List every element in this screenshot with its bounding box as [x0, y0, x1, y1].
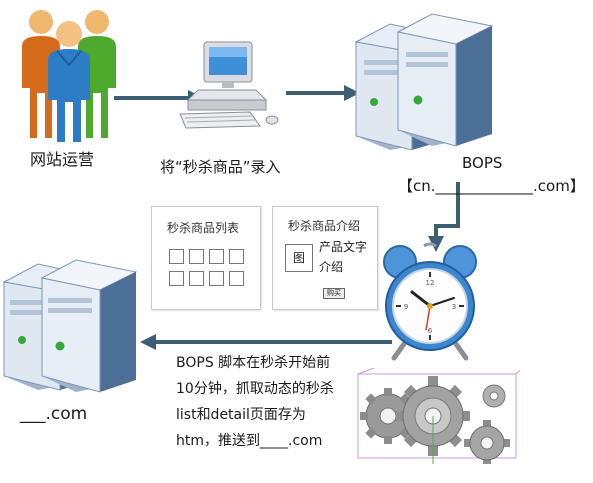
- grid-cell: [189, 271, 204, 286]
- svg-text:12: 12: [426, 279, 435, 287]
- svg-text:6: 6: [428, 327, 433, 335]
- server-icon: [2, 259, 138, 393]
- card-list-title: 秒杀商品列表: [167, 221, 240, 235]
- product-text-line2: 介绍: [319, 260, 344, 274]
- buy-button[interactable]: 购买: [323, 288, 345, 299]
- grid-cell: [229, 249, 244, 264]
- card-product-detail: 秒杀商品介绍 图 产品文字 介绍 购买: [272, 206, 378, 310]
- description-line3: list和detail页面存为: [176, 407, 306, 423]
- svg-text:9: 9: [404, 303, 408, 311]
- product-text-line1: 产品文字: [319, 240, 368, 254]
- arrow-servers-to-clock: [428, 182, 460, 252]
- label-bops: BOPS: [462, 154, 503, 172]
- server-icon: [354, 13, 494, 150]
- alarm-clock-icon: 12 6 9 3: [383, 242, 477, 361]
- people-icon: [22, 10, 116, 142]
- grid-cell: [229, 271, 244, 286]
- description-line1: BOPS 脚本在秒杀开始前: [176, 355, 331, 371]
- gears-icon: [357, 368, 521, 464]
- label-domain-bottom: ___.com: [20, 404, 88, 424]
- label-entry: 将“秒杀商品”录入: [160, 158, 281, 176]
- grid-cell: [169, 271, 184, 286]
- card-detail-title: 秒杀商品介绍: [288, 219, 361, 233]
- grid-cell: [169, 249, 184, 264]
- svg-text:3: 3: [452, 303, 456, 311]
- grid-cell: [189, 249, 204, 264]
- label-domain-top: 【cn._____________.com】: [398, 177, 585, 195]
- card-product-list: 秒杀商品列表: [151, 206, 261, 310]
- grid-cell: [209, 271, 224, 286]
- image-placeholder: 图: [285, 244, 313, 272]
- description-line2: 10分钟，抓取动态的秒杀: [176, 381, 334, 397]
- computer-icon: [179, 41, 279, 129]
- description-line4: htm，推送到____.com: [176, 433, 323, 449]
- grid-cell: [209, 249, 224, 264]
- label-ops: 网站运营: [30, 150, 95, 169]
